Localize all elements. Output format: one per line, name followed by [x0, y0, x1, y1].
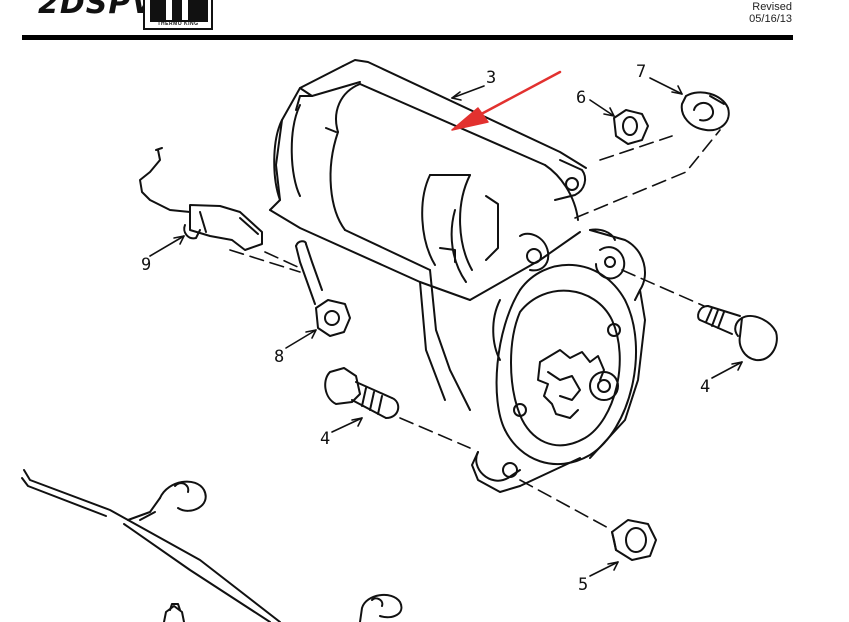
alignment-lines: [229, 129, 721, 531]
callout-7: 7: [636, 62, 646, 82]
callout-6: 6: [576, 88, 586, 108]
revision-block: Revised 05/16/13: [749, 1, 792, 25]
revised-label: Revised: [752, 1, 792, 13]
lead-wire-connector: [139, 147, 263, 251]
hex-nut: [613, 109, 649, 145]
logo-mark: [150, 0, 208, 22]
logo-brand-text: THERMO KING: [157, 21, 199, 27]
mounting-bolt-left: [324, 367, 400, 419]
mounting-bolt-right: [697, 305, 778, 362]
red-pointer-arrow: [451, 70, 562, 131]
callout-3: 3: [486, 68, 496, 88]
wire-harness: [21, 469, 403, 622]
thermo-king-logo: THERMO KING: [143, 0, 213, 30]
model-number: 2DSPV: [38, 0, 156, 21]
terminal-nut: [295, 240, 351, 337]
callout-4-right: 4: [700, 377, 710, 397]
callout-5: 5: [578, 575, 588, 595]
callout-8: 8: [274, 347, 284, 367]
starter-motor: [269, 59, 646, 493]
header-rule: [22, 35, 793, 40]
callout-4-left: 4: [320, 429, 330, 449]
callout-leaders: [149, 77, 743, 577]
spacer-washer: [680, 91, 730, 132]
revised-date: 05/16/13: [749, 13, 792, 25]
callout-9: 9: [141, 255, 151, 275]
flange-nut: [611, 519, 657, 561]
